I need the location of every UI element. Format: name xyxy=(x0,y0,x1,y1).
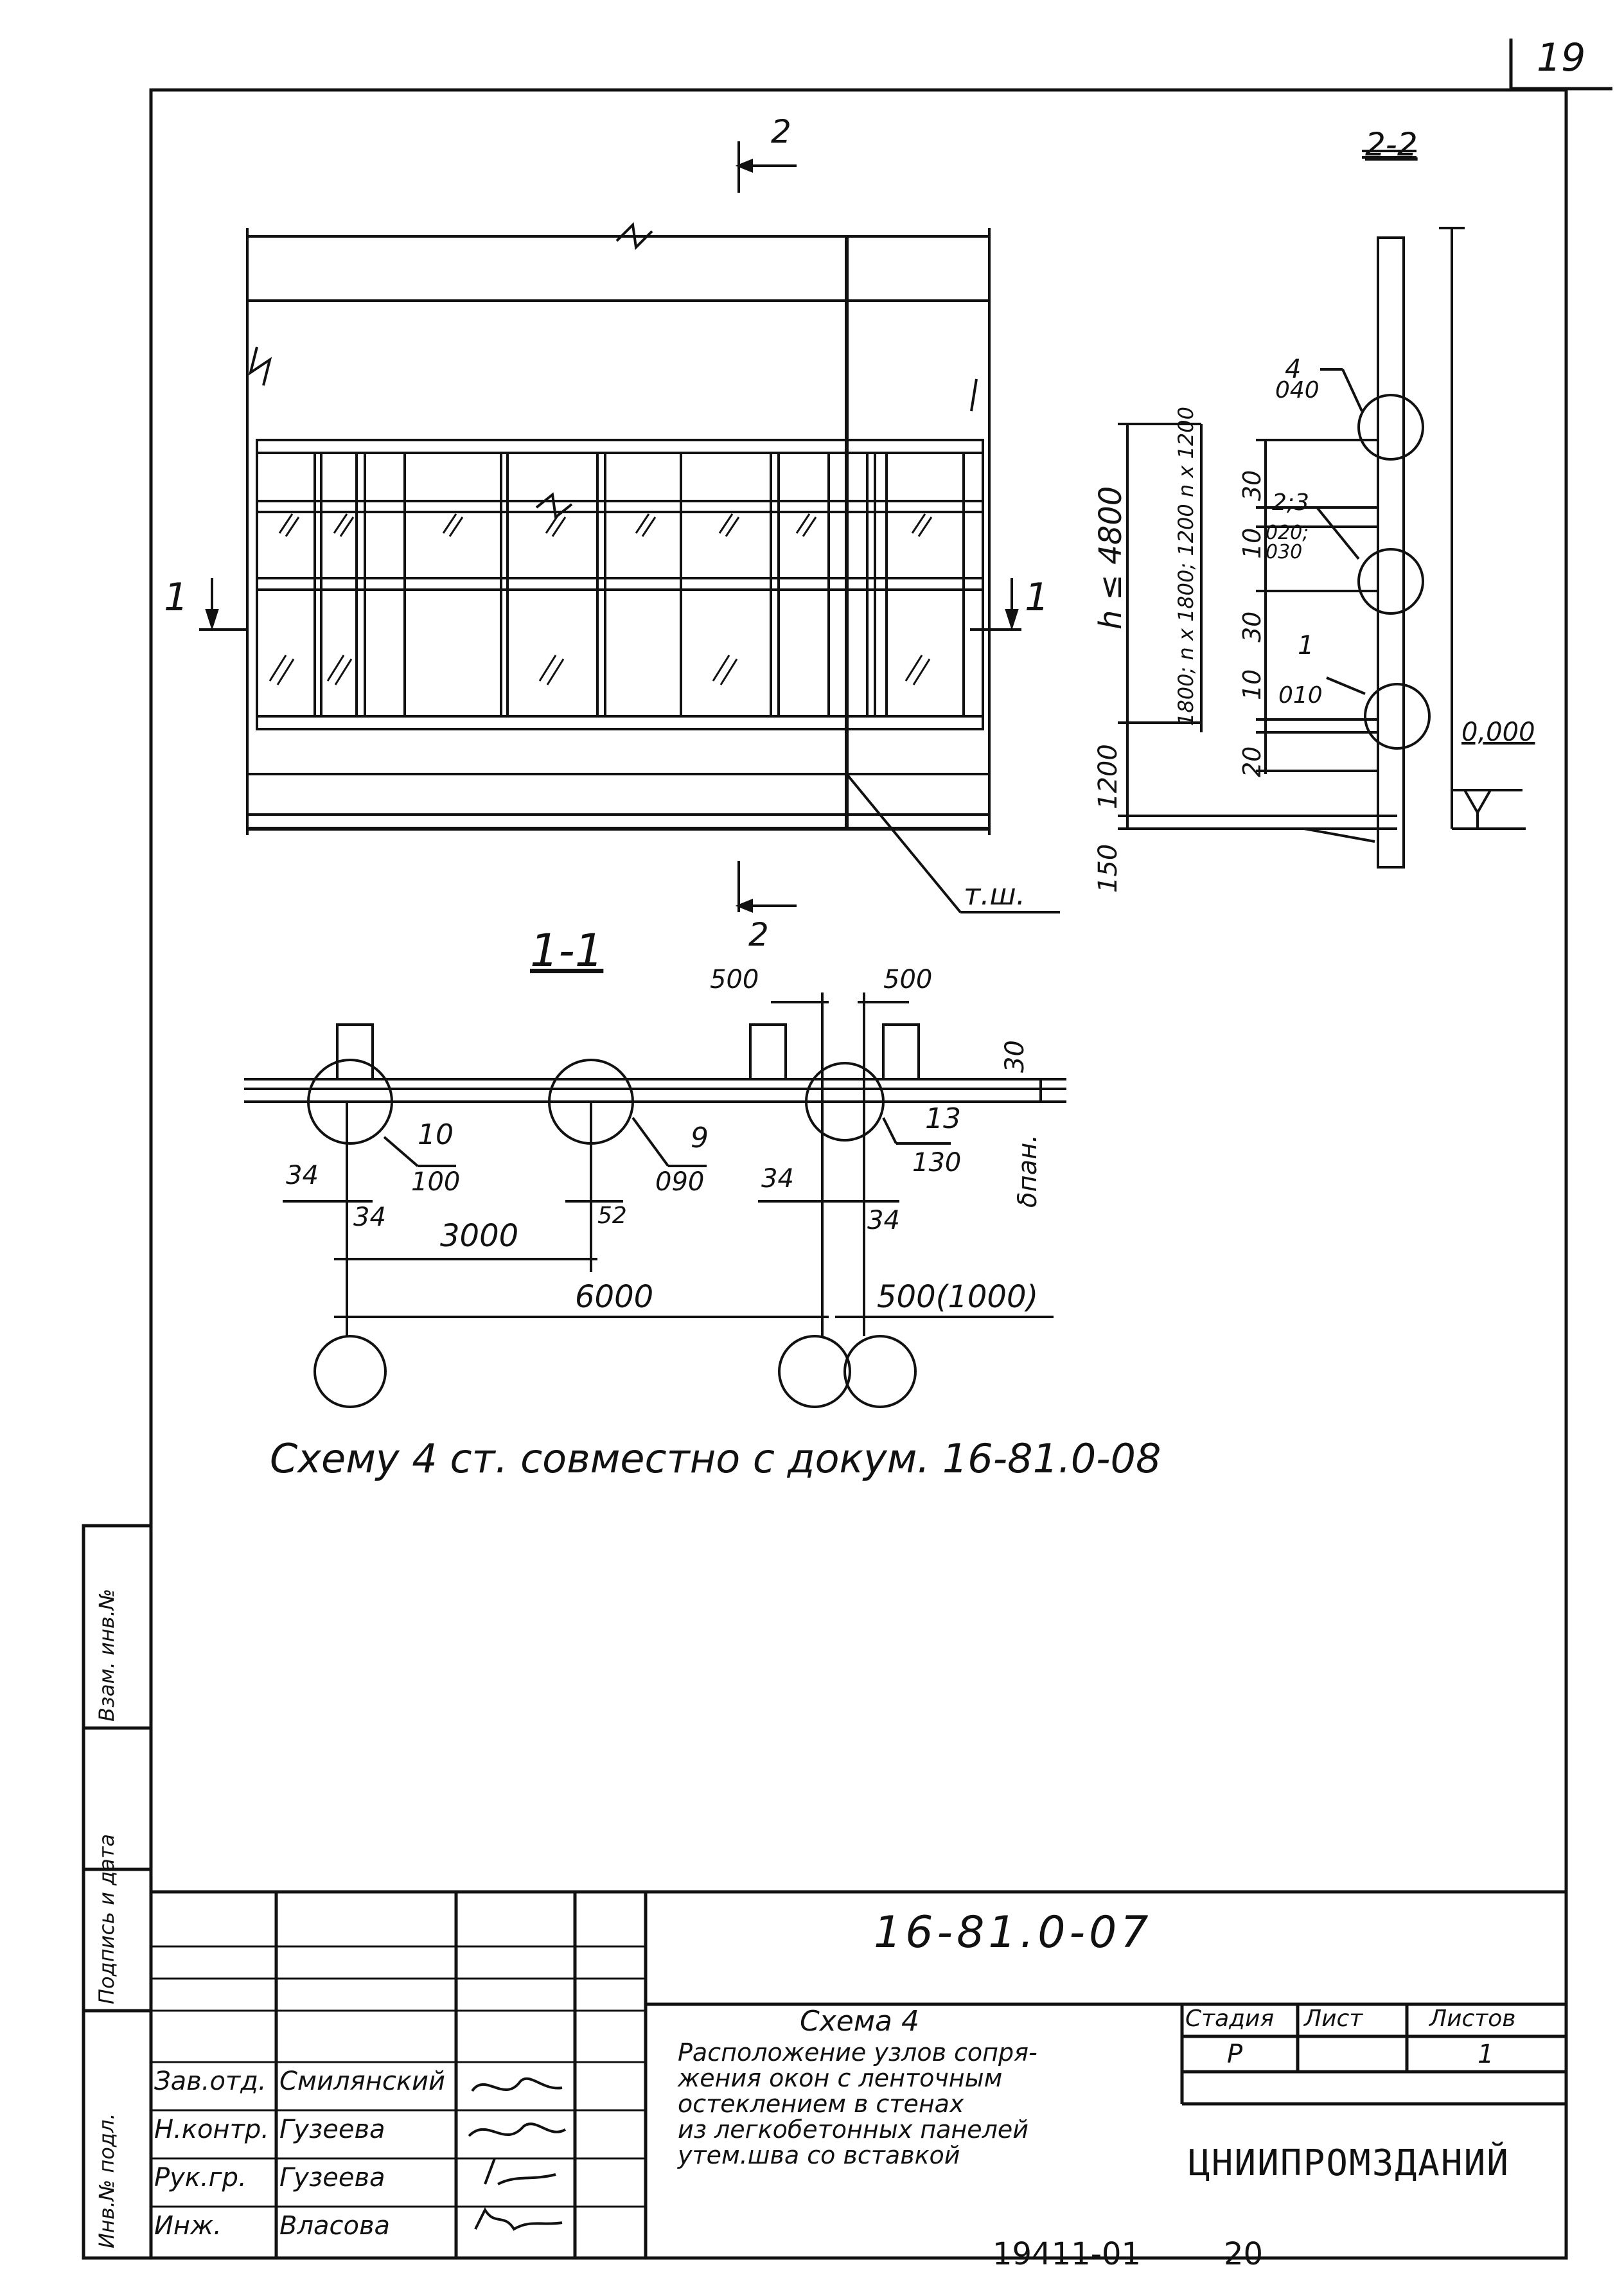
dim-150: 150 xyxy=(1093,843,1123,893)
description-line: остеклением в стенах xyxy=(678,2090,964,2118)
node-2-3-bottom: 020; 030 xyxy=(1266,522,1309,563)
scheme-title: Схема 4 xyxy=(800,2005,919,2038)
sheet-description: Расположение узлов сопря- жения окон с л… xyxy=(678,2040,1037,2168)
dim-panel-thickness: δпан. xyxy=(1013,1134,1043,1208)
sheets-value: 1 xyxy=(1478,2040,1494,2069)
sheet-header: Лист xyxy=(1304,2006,1363,2032)
section-1-1-title: 1-1 xyxy=(530,924,604,977)
name-group-lead: Гузеева xyxy=(279,2163,385,2192)
node-4-bottom: 040 xyxy=(1275,377,1320,403)
node-4-top: 4 xyxy=(1285,355,1302,384)
node-10-bottom: 100 xyxy=(411,1167,461,1197)
dim-500-right: 500 xyxy=(883,965,933,994)
node-9-top: 9 xyxy=(691,1122,709,1154)
node-1-top: 1 xyxy=(1298,631,1314,660)
role-head-dept: Зав.отд. xyxy=(154,2067,267,2096)
dim-500-left: 500 xyxy=(710,965,759,994)
dim-mid-series: 1800; n x 1800; 1200 n x 1200 xyxy=(1174,407,1198,726)
drawing-frame xyxy=(149,88,1568,2260)
side-inv-no-orig: Инв.№ подл. xyxy=(94,2113,119,2248)
section-2-2-title: 2-2 xyxy=(1365,126,1418,163)
cut-1-left-label: 1 xyxy=(164,575,189,620)
signature-3 xyxy=(484,2158,556,2185)
section-1-1-view xyxy=(244,992,1066,1408)
dim-34-b: 34 xyxy=(353,1203,386,1232)
title-block xyxy=(151,1890,1566,2258)
name-engineer: Власова xyxy=(279,2211,391,2241)
signatures xyxy=(468,2077,567,2231)
node-13-top: 13 xyxy=(925,1102,961,1135)
dim-30: 30 xyxy=(1000,1040,1030,1073)
footer-code: 19411-01 xyxy=(993,2236,1142,2272)
seam-label: т.ш. xyxy=(964,878,1025,912)
dim-20: 20 xyxy=(1238,746,1266,777)
stage-value: Р xyxy=(1227,2040,1243,2069)
stage-header: Стадия xyxy=(1185,2006,1275,2032)
dim-10-a: 10 xyxy=(1238,527,1266,559)
description-line: жения окон с ленточным xyxy=(678,2064,1003,2092)
role-group-lead: Рук.гр. xyxy=(154,2163,247,2192)
node-9-bottom: 090 xyxy=(655,1167,705,1197)
node-2-3-top: 2;3 xyxy=(1272,490,1309,516)
node-13-bottom: 130 xyxy=(912,1148,962,1178)
section-2-2-view xyxy=(1118,150,1526,869)
node-10-top: 10 xyxy=(418,1118,454,1151)
dim-34-c: 34 xyxy=(761,1164,794,1194)
doc-code: 16-81.0-07 xyxy=(874,1907,1152,1958)
signature-2 xyxy=(468,2122,567,2137)
dim-52: 52 xyxy=(597,1203,627,1229)
elevation-view xyxy=(199,141,1060,913)
dim-1200: 1200 xyxy=(1093,744,1123,809)
organization: ЦНИИПРОМЗДАНИЙ xyxy=(1188,2142,1510,2184)
dim-h-label: h ≤ 4800 xyxy=(1093,486,1129,630)
footer-number: 20 xyxy=(1224,2236,1264,2272)
sheets-header: Листов xyxy=(1429,2006,1516,2032)
dim-34-d: 34 xyxy=(867,1206,900,1235)
dim-10-b: 10 xyxy=(1238,669,1266,700)
cut-1-right-label: 1 xyxy=(1025,575,1050,620)
signature-1 xyxy=(471,2077,563,2092)
description-line: Расположение узлов сопря- xyxy=(678,2038,1037,2067)
dim-30-a: 30 xyxy=(1238,470,1266,501)
side-signature-date: Подпись и дата xyxy=(94,1833,119,2004)
dim-30-b: 30 xyxy=(1238,611,1266,642)
cut-2-top-label: 2 xyxy=(771,113,791,150)
dim-34-a: 34 xyxy=(286,1161,319,1190)
description-line: утем.шва со вставкой xyxy=(678,2141,960,2169)
cut-2-bottom-label: 2 xyxy=(748,916,769,953)
dim-3000: 3000 xyxy=(440,1218,519,1254)
dim-6000: 6000 xyxy=(575,1279,654,1315)
level-mark: 0,000 xyxy=(1461,718,1535,747)
name-norm-control: Гузеева xyxy=(279,2115,385,2144)
side-replace-inv: Взам. инв.№ xyxy=(94,1588,119,1722)
page-number: 19 xyxy=(1537,35,1586,80)
role-engineer: Инж. xyxy=(154,2211,222,2241)
signature-4 xyxy=(474,2207,563,2231)
dim-500-1000: 500(1000) xyxy=(877,1279,1039,1315)
node-1-bottom: 010 xyxy=(1278,682,1323,709)
role-norm-control: Н.контр. xyxy=(154,2115,269,2144)
general-note: Схему 4 ст. совместно с докум. 16-81.0-0… xyxy=(270,1435,1161,1482)
description-line: из легкобетонных панелей xyxy=(678,2115,1028,2144)
name-head-dept: Смилянский xyxy=(279,2067,446,2096)
